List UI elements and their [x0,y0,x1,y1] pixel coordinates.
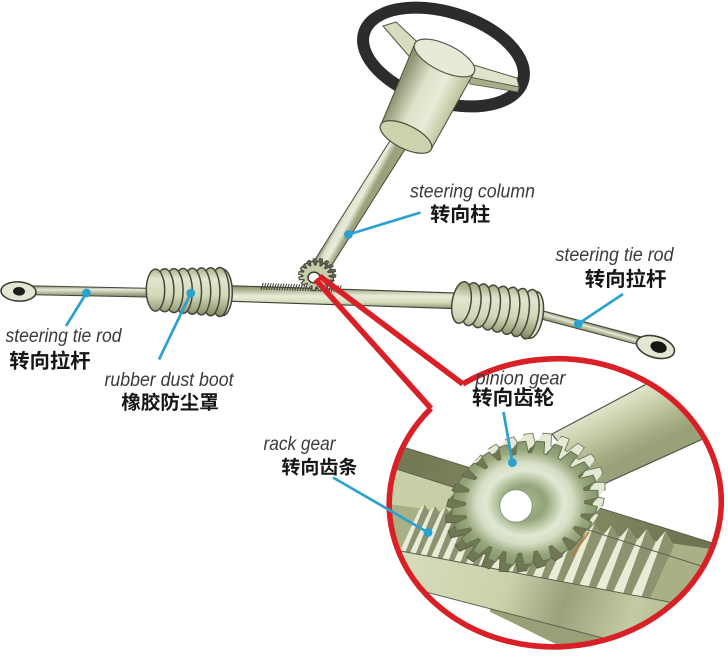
svg-text:rack gear: rack gear [264,434,337,455]
svg-text:pinion gear: pinion gear [475,369,567,390]
svg-text:steering tie rod: steering tie rod [556,245,675,266]
svg-text:steering tie rod: steering tie rod [6,326,123,347]
svg-text:rubber dust boot: rubber dust boot [105,370,235,391]
svg-text:steering column: steering column [410,182,535,203]
